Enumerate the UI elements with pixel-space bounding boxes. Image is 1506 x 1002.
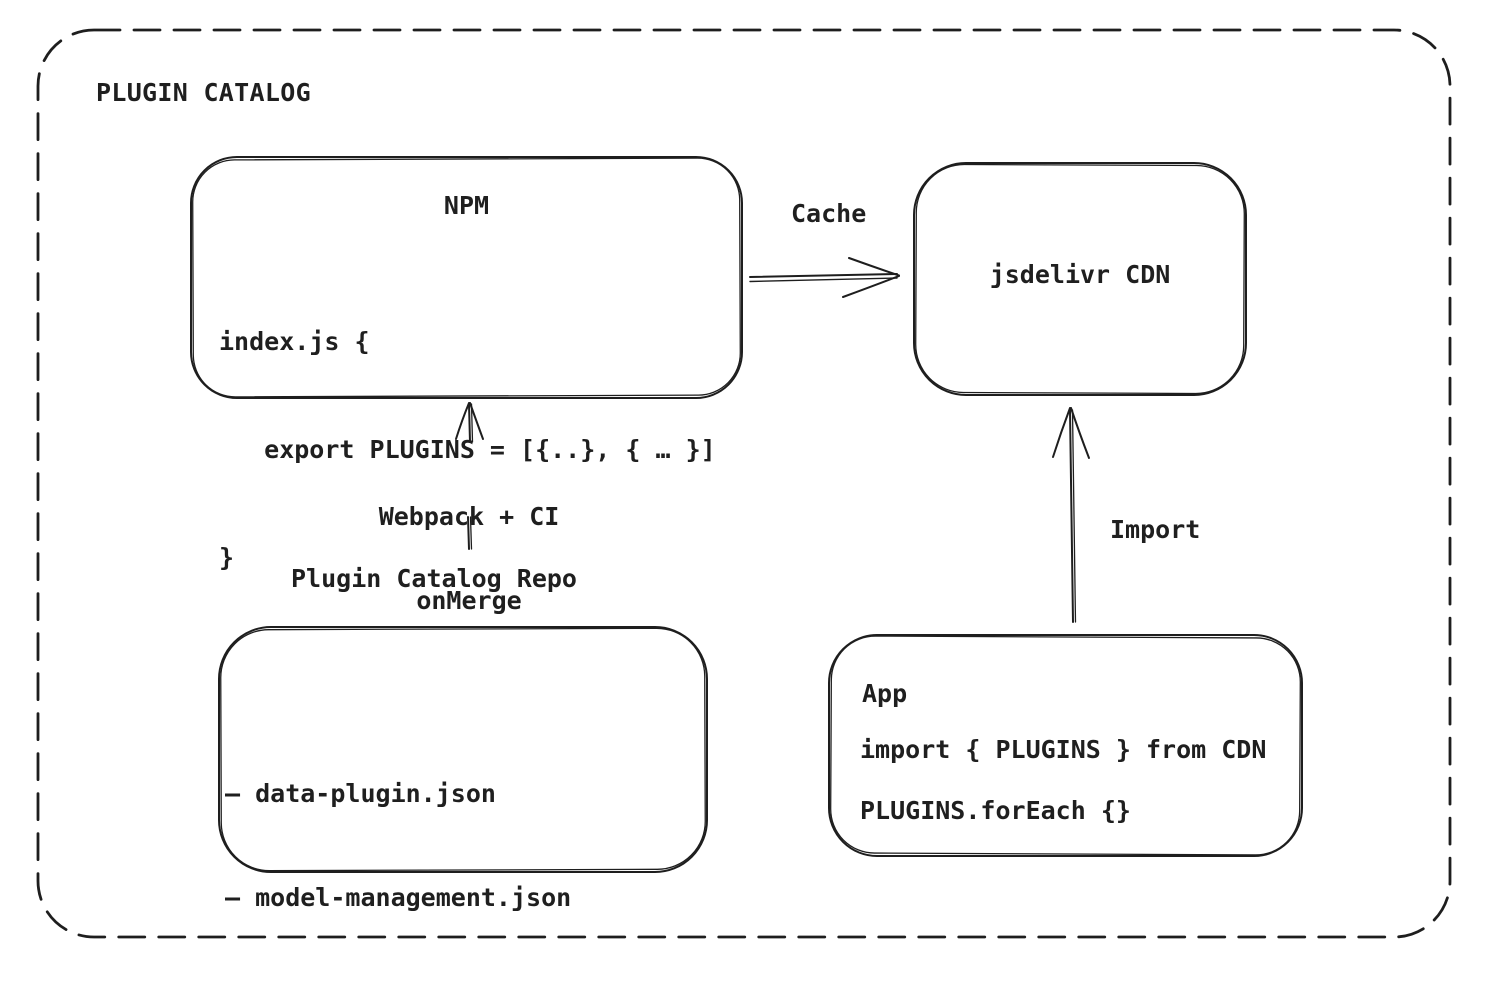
- repo-file-item: – data-plugin.json: [225, 779, 496, 808]
- npm-code-block: index.js { export PLUGINS = [{..}, { … }…: [219, 252, 716, 648]
- repo-file-item: – model-management.json: [225, 882, 572, 912]
- npm-code-line: index.js {: [219, 327, 370, 356]
- app-box: [828, 634, 1303, 857]
- webpack-arrow-label: Webpack + CI onMerge: [288, 447, 650, 671]
- cdn-box-label: jsdelivr CDN: [989, 260, 1171, 289]
- cache-arrow: [749, 257, 900, 298]
- repo-file-item: …: [225, 986, 241, 1002]
- diagram-title: PLUGIN CATALOG: [96, 78, 311, 107]
- webpack-arrow-label-line2: onMerge: [416, 586, 522, 615]
- repo-box: [218, 626, 708, 873]
- webpack-arrow: [455, 402, 484, 550]
- import-arrow-label: Import: [1110, 515, 1201, 544]
- catalog-boundary: [36, 28, 1452, 939]
- cache-arrow-label: Cache: [791, 199, 867, 228]
- npm-box: [190, 156, 743, 399]
- npm-code-line: }: [219, 543, 235, 572]
- import-arrow: [1052, 407, 1090, 623]
- app-box-title: App: [862, 679, 908, 708]
- repo-title: Plugin Catalog Repo: [291, 564, 577, 593]
- app-code-line-foreach: PLUGINS.forEach {}: [860, 796, 1131, 825]
- npm-code-line: export PLUGINS = [{..}, { … }]: [219, 435, 716, 464]
- repo-file-list: – data-plugin.json – model-management.js…: [225, 708, 571, 1002]
- webpack-arrow-label-line1: Webpack + CI: [378, 502, 560, 531]
- npm-box-title: NPM: [443, 191, 490, 220]
- app-code-line-import: import { PLUGINS } from CDN: [860, 735, 1267, 764]
- cdn-box: [913, 162, 1247, 396]
